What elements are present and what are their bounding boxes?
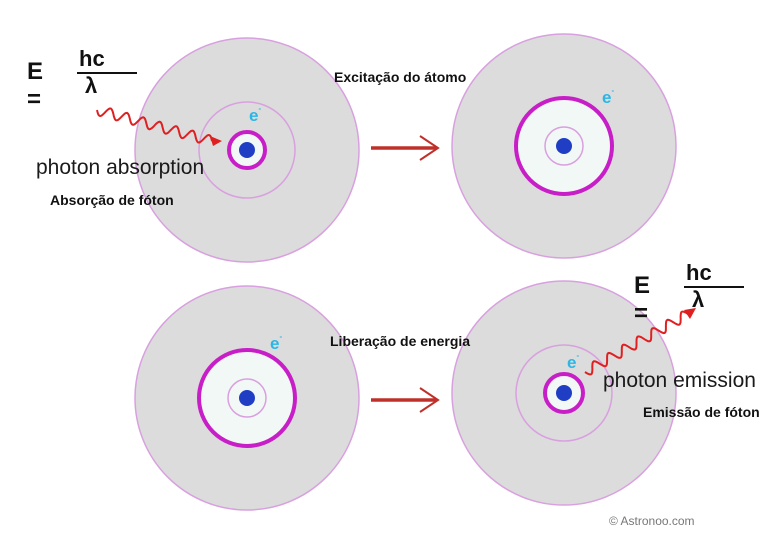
nucleus: [556, 138, 572, 154]
transition-arrow-top: [371, 135, 440, 161]
atom-emission: [451, 280, 677, 506]
atom-excitation: [451, 33, 677, 259]
electron-label: e-: [249, 104, 262, 125]
nucleus: [556, 385, 572, 401]
formula-denominator: λ: [692, 287, 705, 312]
formula-lhs: E =: [27, 58, 44, 113]
formula-denominator: λ: [85, 73, 98, 98]
electron-label: e-: [270, 332, 283, 353]
label-liberacao-de-energia: Liberação de energia: [330, 333, 471, 349]
atom-release: [134, 285, 360, 511]
ground-orbit: [227, 378, 267, 418]
incoming-photon: [96, 107, 222, 146]
photon-arrowhead-in: [210, 136, 222, 146]
formula-lhs: E =: [634, 272, 651, 327]
credit-text: © Astronoo.com: [609, 514, 695, 528]
label-excitacao-do-atomo: Excitação do átomo: [334, 69, 467, 85]
electron-label: e-: [567, 351, 580, 372]
label-absorcao-de-foton: Absorção de fóton: [50, 192, 174, 208]
middle-orbit: [515, 344, 613, 442]
label-photon-emission: photon emission: [603, 369, 756, 392]
transition-arrow-bottom: [371, 387, 440, 413]
nucleus: [239, 390, 255, 406]
nucleus: [239, 142, 255, 158]
outgoing-photon: [584, 308, 696, 376]
atom-absorption: [134, 37, 360, 263]
ground-orbit: [544, 126, 584, 166]
formula-numerator: hc: [686, 260, 712, 285]
fraction-bar: [77, 72, 137, 74]
photon-arrowhead-out: [684, 308, 696, 319]
electron-label: e-: [602, 86, 615, 107]
formula-numerator: hc: [79, 46, 105, 71]
label-photon-absorption: photon absorption: [36, 156, 205, 179]
fraction-bar: [684, 286, 744, 288]
photon-wave-in: [96, 107, 213, 144]
middle-orbit: [198, 101, 296, 199]
label-emissao-de-foton: Emissão de fóton: [643, 404, 760, 420]
photon-wave-out: [584, 310, 689, 376]
